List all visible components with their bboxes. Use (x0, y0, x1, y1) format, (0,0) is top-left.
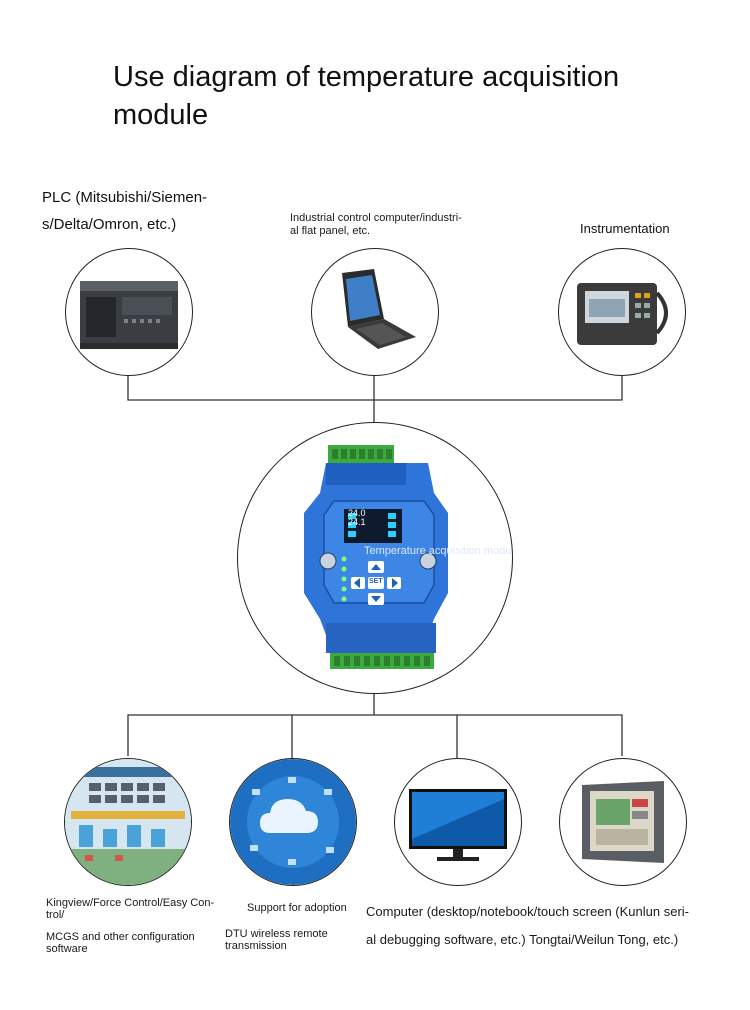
top-bus-line (127, 375, 623, 401)
scada-circle (64, 758, 192, 886)
instrument-icon (577, 283, 668, 345)
bottom-bus-line (127, 714, 623, 756)
ipc-circle (311, 248, 439, 376)
scada-label: Kingview/Force Control/Easy Con-trol/ MC… (46, 897, 215, 955)
plc-label: PLC (Mitsubishi/Siemen-s/Delta/Omron, et… (42, 189, 208, 233)
instrument-circle (558, 248, 686, 376)
monitor-icon (409, 789, 507, 861)
instrument-label: Instrumentation (580, 221, 670, 236)
cloud-circle (229, 758, 357, 886)
module-caption: Temperature acquisition module (364, 545, 513, 557)
plc-icon (80, 281, 178, 349)
cloud-icon (230, 759, 356, 885)
computer-label: Computer (desktop/notebook/touch screen … (366, 904, 690, 947)
page-title: Use diagram of temperature acquisition m… (113, 61, 620, 131)
set-button: SET (369, 578, 383, 585)
monitor-circle (394, 758, 522, 886)
ipc-label: Industrial control computer/industri-al … (290, 212, 462, 237)
temperature-module-icon (304, 445, 448, 669)
touch-panel-icon (582, 781, 664, 863)
dtu-label: Support for adoption DTU wireless remote… (225, 902, 347, 952)
industrial-laptop-icon (342, 269, 416, 349)
scada-icon (65, 759, 191, 885)
touch-panel-circle (559, 758, 687, 886)
plc-circle (65, 248, 193, 376)
